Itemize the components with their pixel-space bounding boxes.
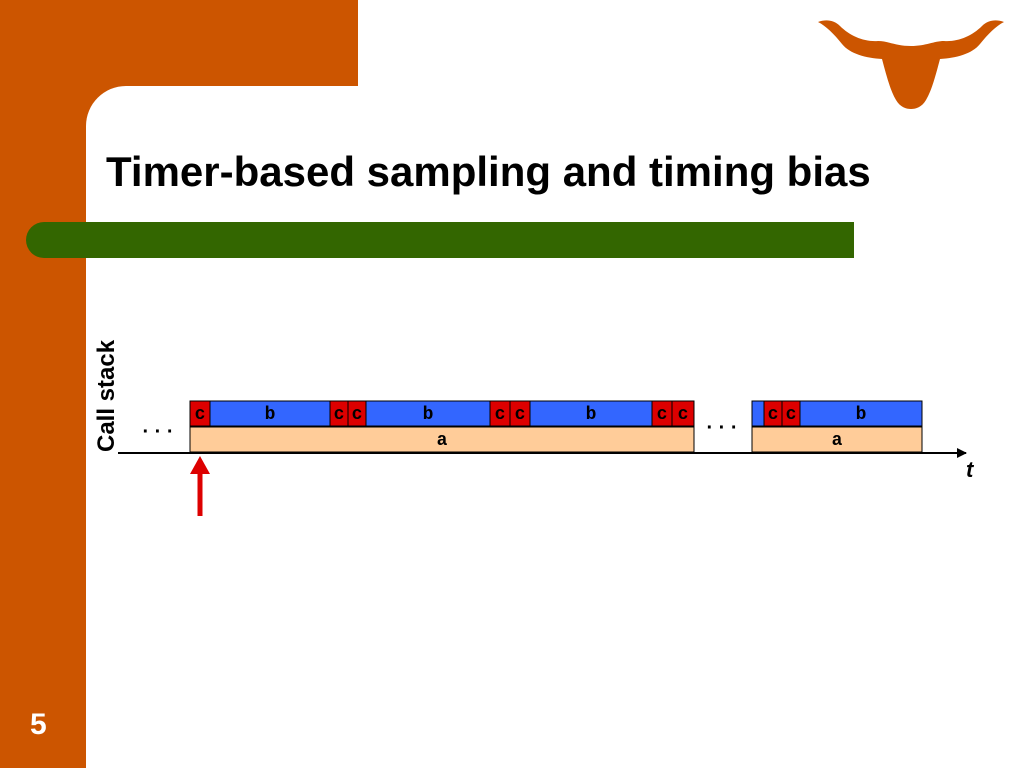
stack-block-c-10: c xyxy=(651,400,673,427)
stack-block-c-14: c xyxy=(781,400,801,427)
sample-arrow-shaft xyxy=(197,471,203,516)
stack-block-b-9: b xyxy=(529,400,653,427)
stack-block-c-5: c xyxy=(347,400,367,427)
stack-block-rect xyxy=(365,400,491,427)
stack-block-rect xyxy=(529,400,653,427)
stack-block-b-15: b xyxy=(799,400,923,427)
longhorn-icon xyxy=(818,20,1004,109)
stack-block-label: c xyxy=(678,405,689,425)
frame-top-band xyxy=(0,0,358,86)
stack-block-b-6: b xyxy=(365,400,491,427)
ellipsis-left: · · · xyxy=(142,421,173,443)
stack-block-rect xyxy=(751,400,765,427)
stack-block-c-11: c xyxy=(671,400,695,427)
stack-block-a-0: a xyxy=(189,426,695,453)
arrow-up-icon xyxy=(190,456,210,516)
stack-block-label: c xyxy=(195,405,206,425)
stack-block-c-13: c xyxy=(763,400,783,427)
stack-block-c-2: c xyxy=(189,400,211,427)
stack-block-c-7: c xyxy=(489,400,511,427)
frame-left-band xyxy=(0,0,86,768)
slide-number: 5 xyxy=(30,708,47,741)
frame-corner xyxy=(86,86,126,126)
stack-block-c-8: c xyxy=(509,400,531,427)
sample-arrow-head xyxy=(190,456,210,474)
stack-block-label: a xyxy=(832,431,843,451)
title-accent-bar xyxy=(26,222,854,258)
time-axis-label: t xyxy=(966,457,975,482)
stack-block-label: c xyxy=(657,405,668,425)
stack-block-c-4: c xyxy=(329,400,349,427)
stack-block-label: b xyxy=(856,405,867,425)
stack-block-rect xyxy=(799,400,923,427)
stack-block-label: b xyxy=(586,405,597,425)
y-axis-label: Call stack xyxy=(93,339,120,452)
stack-block-b-3: b xyxy=(209,400,331,427)
stack-block-label: c xyxy=(515,405,526,425)
stack-block-label: c xyxy=(786,405,797,425)
stack-block-rect xyxy=(209,400,331,427)
stack-block-label: c xyxy=(352,405,363,425)
ellipsis-middle: · · · xyxy=(706,417,737,439)
stack-block-rect xyxy=(751,426,923,453)
stack-block-label: a xyxy=(437,431,448,451)
stack-block-a-1: a xyxy=(751,426,923,453)
stack-block-label: c xyxy=(495,405,506,425)
stack-block-label: c xyxy=(768,405,779,425)
stack-block-label: b xyxy=(423,405,434,425)
stack-block-label: b xyxy=(265,405,276,425)
stack-block-rect xyxy=(189,426,695,453)
stack-block-rect xyxy=(671,400,695,427)
slide-title: Timer-based sampling and timing bias xyxy=(106,148,871,195)
stack-block-label: c xyxy=(334,405,345,425)
stack-block-b-12 xyxy=(751,400,765,427)
